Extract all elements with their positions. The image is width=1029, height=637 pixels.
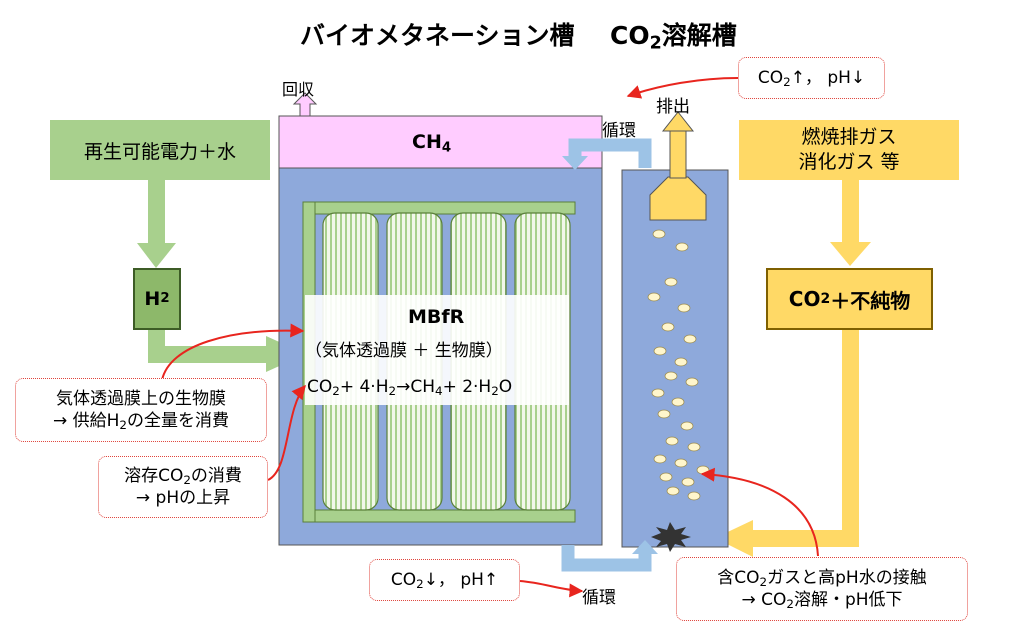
circulation-bottom-pipe [561,545,652,572]
circulation-top-arrow-head [562,156,588,170]
red-arrow-bottom-mid [519,580,584,598]
recover-label: 回収 [282,80,315,99]
note-contact-line2: → CO2溶解・pH低下 [741,590,903,611]
mbfr-name: MBfR [408,306,465,328]
membrane-frame-bottom [302,509,576,523]
note-gas-water-contact: 含CO2ガスと高pH水の接触 → CO2溶解・pH低下 [676,557,968,621]
co2-pipe-down [842,330,859,547]
note-dissolved-line2: → pHの上昇 [135,488,231,508]
note-biofilm-line1: 気体透過膜上の生物膜 [56,389,226,409]
red-arrow-contact [700,467,819,557]
membrane-frame-top [302,201,576,215]
red-arrow-biofilm [161,323,305,381]
ch4-label: CH4 [412,131,452,156]
note-co2-up-ph-down: CO2↑， pH↓ [738,57,885,99]
co2-feed-arrow-head [830,242,871,266]
h2-feed-arrow-head [137,243,176,268]
flue-gas-box: 燃焼排ガス 消化ガス 等 [739,120,959,180]
methanation-equation: CO2+ 4·H2→CH4+ 2·H2O [307,377,513,398]
title-co2-dissolution: CO2溶解槽 [610,21,737,54]
red-arrow-dissolved [267,384,306,481]
co2-feed-arrow-shaft [842,180,859,242]
title-biomethanation: バイオメタネーション槽 [300,21,575,50]
mbfr-description: （気体透過膜 ＋ 生物膜） [305,341,503,361]
note-dissolved-line1: 溶存CO2の消費 [124,466,242,487]
red-arrow-top-right [626,77,739,99]
circulation-bottom-label: 循環 [582,588,616,608]
circulation-top-label: 循環 [602,121,636,141]
gas-hood [649,176,707,221]
gas-diffuser-icon [651,522,691,552]
h2-feed-arrow-shaft [148,180,165,243]
flue-gas-line1: 燃焼排ガス [801,126,897,148]
note-biofilm-line2: → 供給H2の全量を消費 [52,411,229,432]
recover-arrow [292,92,318,117]
renewable-power-box: 再生可能電力＋水 [50,120,270,180]
co2-pipe-arrow-head [715,520,753,557]
note-dissolved-co2: 溶存CO2の消費 → pHの上昇 [98,456,268,518]
mbfr-label-area [305,295,569,405]
note-contact-line1: 含CO2ガスと高pH水の接触 [717,568,927,589]
note-co2-down-ph-up: CO2↓， pH↑ [369,559,520,601]
h2-pipe-right [148,346,266,363]
co2-dissolution-tank [621,169,729,548]
exhaust-arrow-head [661,111,695,132]
note-biofilm: 気体透過膜上の生物膜 → 供給H2の全量を消費 [15,378,267,442]
circulation-bottom-arrow-head [632,540,658,554]
flue-gas-line2: 消化ガス 等 [798,151,900,173]
exhaust-pipe [669,129,687,179]
co2-pipe-left [753,530,859,547]
exhaust-label: 排出 [656,97,690,117]
circulation-top-pipe [568,138,652,168]
